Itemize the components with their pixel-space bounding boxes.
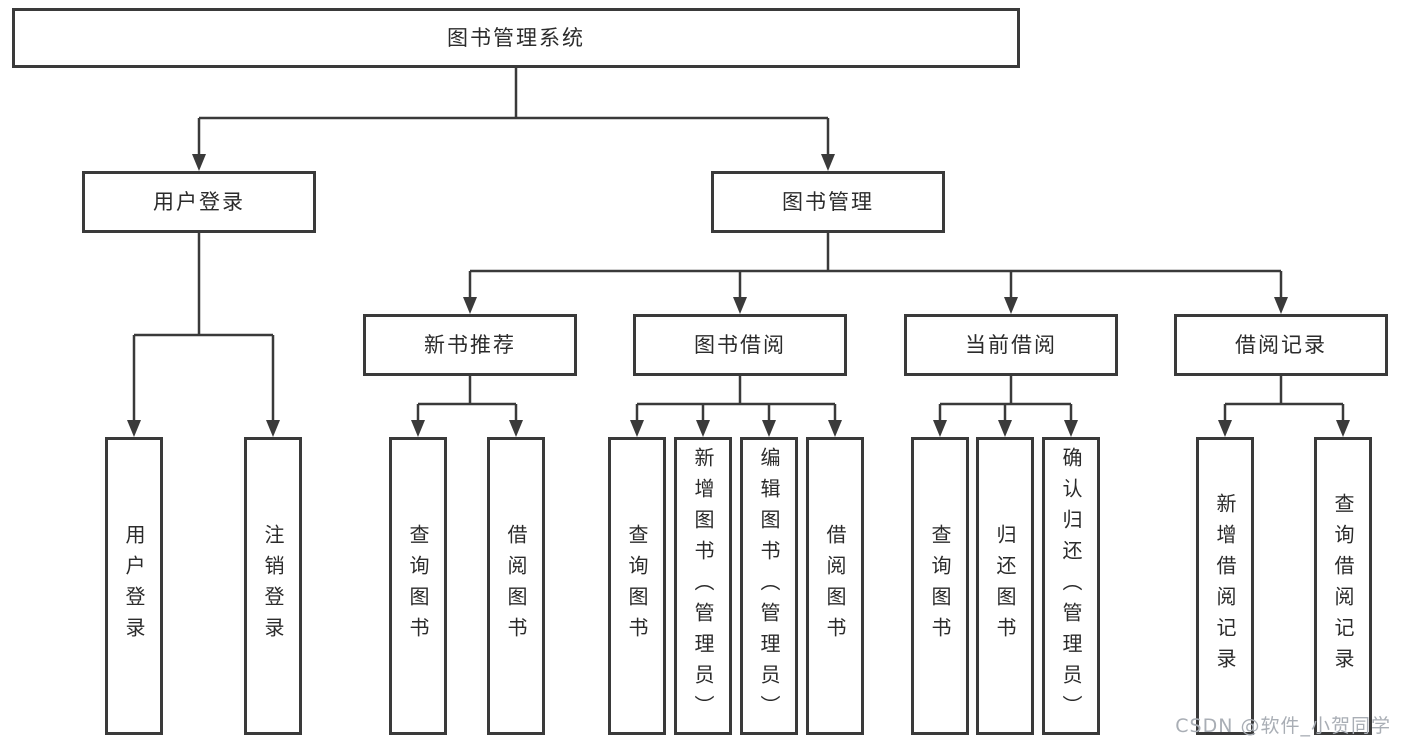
leaf-user-login-label: 用户登录: [122, 524, 146, 648]
node-root: 图书管理系统: [12, 8, 1020, 68]
node-user-login-label: 用户登录: [153, 189, 245, 214]
leaf-add-borrow-record: 新增借阅记录: [1196, 437, 1254, 735]
leaf-confirm-return: 确认归还（管理员）: [1042, 437, 1100, 735]
leaf-query-book-2-label: 查询图书: [625, 524, 649, 648]
node-borrow-record-label: 借阅记录: [1235, 332, 1327, 357]
leaf-query-borrow-record: 查询借阅记录: [1314, 437, 1372, 735]
node-book-borrow-label: 图书借阅: [694, 332, 786, 357]
leaf-edit-book: 编辑图书（管理员）: [740, 437, 798, 735]
leaf-query-book-1: 查询图书: [389, 437, 447, 735]
leaf-query-book-1-label: 查询图书: [406, 524, 430, 648]
leaf-user-login: 用户登录: [105, 437, 163, 735]
connector-new-book-rec-to-leaves: [411, 376, 523, 437]
node-book-mgmt-label: 图书管理: [782, 189, 874, 214]
connector-current-borrow-to-leaves: [933, 376, 1078, 437]
connector-borrow-record-to-leaves: [1218, 376, 1350, 437]
connector-book-borrow-to-leaves: [630, 376, 842, 437]
connector-book-mgmt-to-level3: [463, 233, 1288, 314]
node-borrow-record: 借阅记录: [1174, 314, 1388, 376]
leaf-logout: 注销登录: [244, 437, 302, 735]
leaf-confirm-return-label: 确认归还（管理员）: [1059, 446, 1083, 726]
leaf-borrow-book-2: 借阅图书: [806, 437, 864, 735]
leaf-add-borrow-record-label: 新增借阅记录: [1213, 493, 1237, 679]
leaf-query-book-3: 查询图书: [911, 437, 969, 735]
node-new-book-rec: 新书推荐: [363, 314, 577, 376]
leaf-edit-book-label: 编辑图书（管理员）: [757, 446, 781, 726]
leaf-add-book: 新增图书（管理员）: [674, 437, 732, 735]
leaf-return-book: 归还图书: [976, 437, 1034, 735]
leaf-borrow-book-2-label: 借阅图书: [823, 524, 847, 648]
node-root-label: 图书管理系统: [447, 25, 585, 50]
leaf-query-borrow-record-label: 查询借阅记录: [1331, 493, 1355, 679]
node-current-borrow-label: 当前借阅: [965, 332, 1057, 357]
leaf-add-book-label: 新增图书（管理员）: [691, 446, 715, 726]
leaf-return-book-label: 归还图书: [993, 524, 1017, 648]
node-user-login: 用户登录: [82, 171, 316, 233]
leaf-borrow-book-1-label: 借阅图书: [504, 524, 528, 648]
connector-root-to-level2: [192, 68, 835, 171]
connector-user-login-to-leaves: [127, 233, 280, 437]
csdn-watermark: CSDN @软件_小贺同学: [1175, 715, 1391, 737]
leaf-borrow-book-1: 借阅图书: [487, 437, 545, 735]
leaf-logout-label: 注销登录: [261, 524, 285, 648]
leaf-query-book-3-label: 查询图书: [928, 524, 952, 648]
node-book-mgmt: 图书管理: [711, 171, 945, 233]
node-current-borrow: 当前借阅: [904, 314, 1118, 376]
node-new-book-rec-label: 新书推荐: [424, 332, 516, 357]
node-book-borrow: 图书借阅: [633, 314, 847, 376]
leaf-query-book-2: 查询图书: [608, 437, 666, 735]
